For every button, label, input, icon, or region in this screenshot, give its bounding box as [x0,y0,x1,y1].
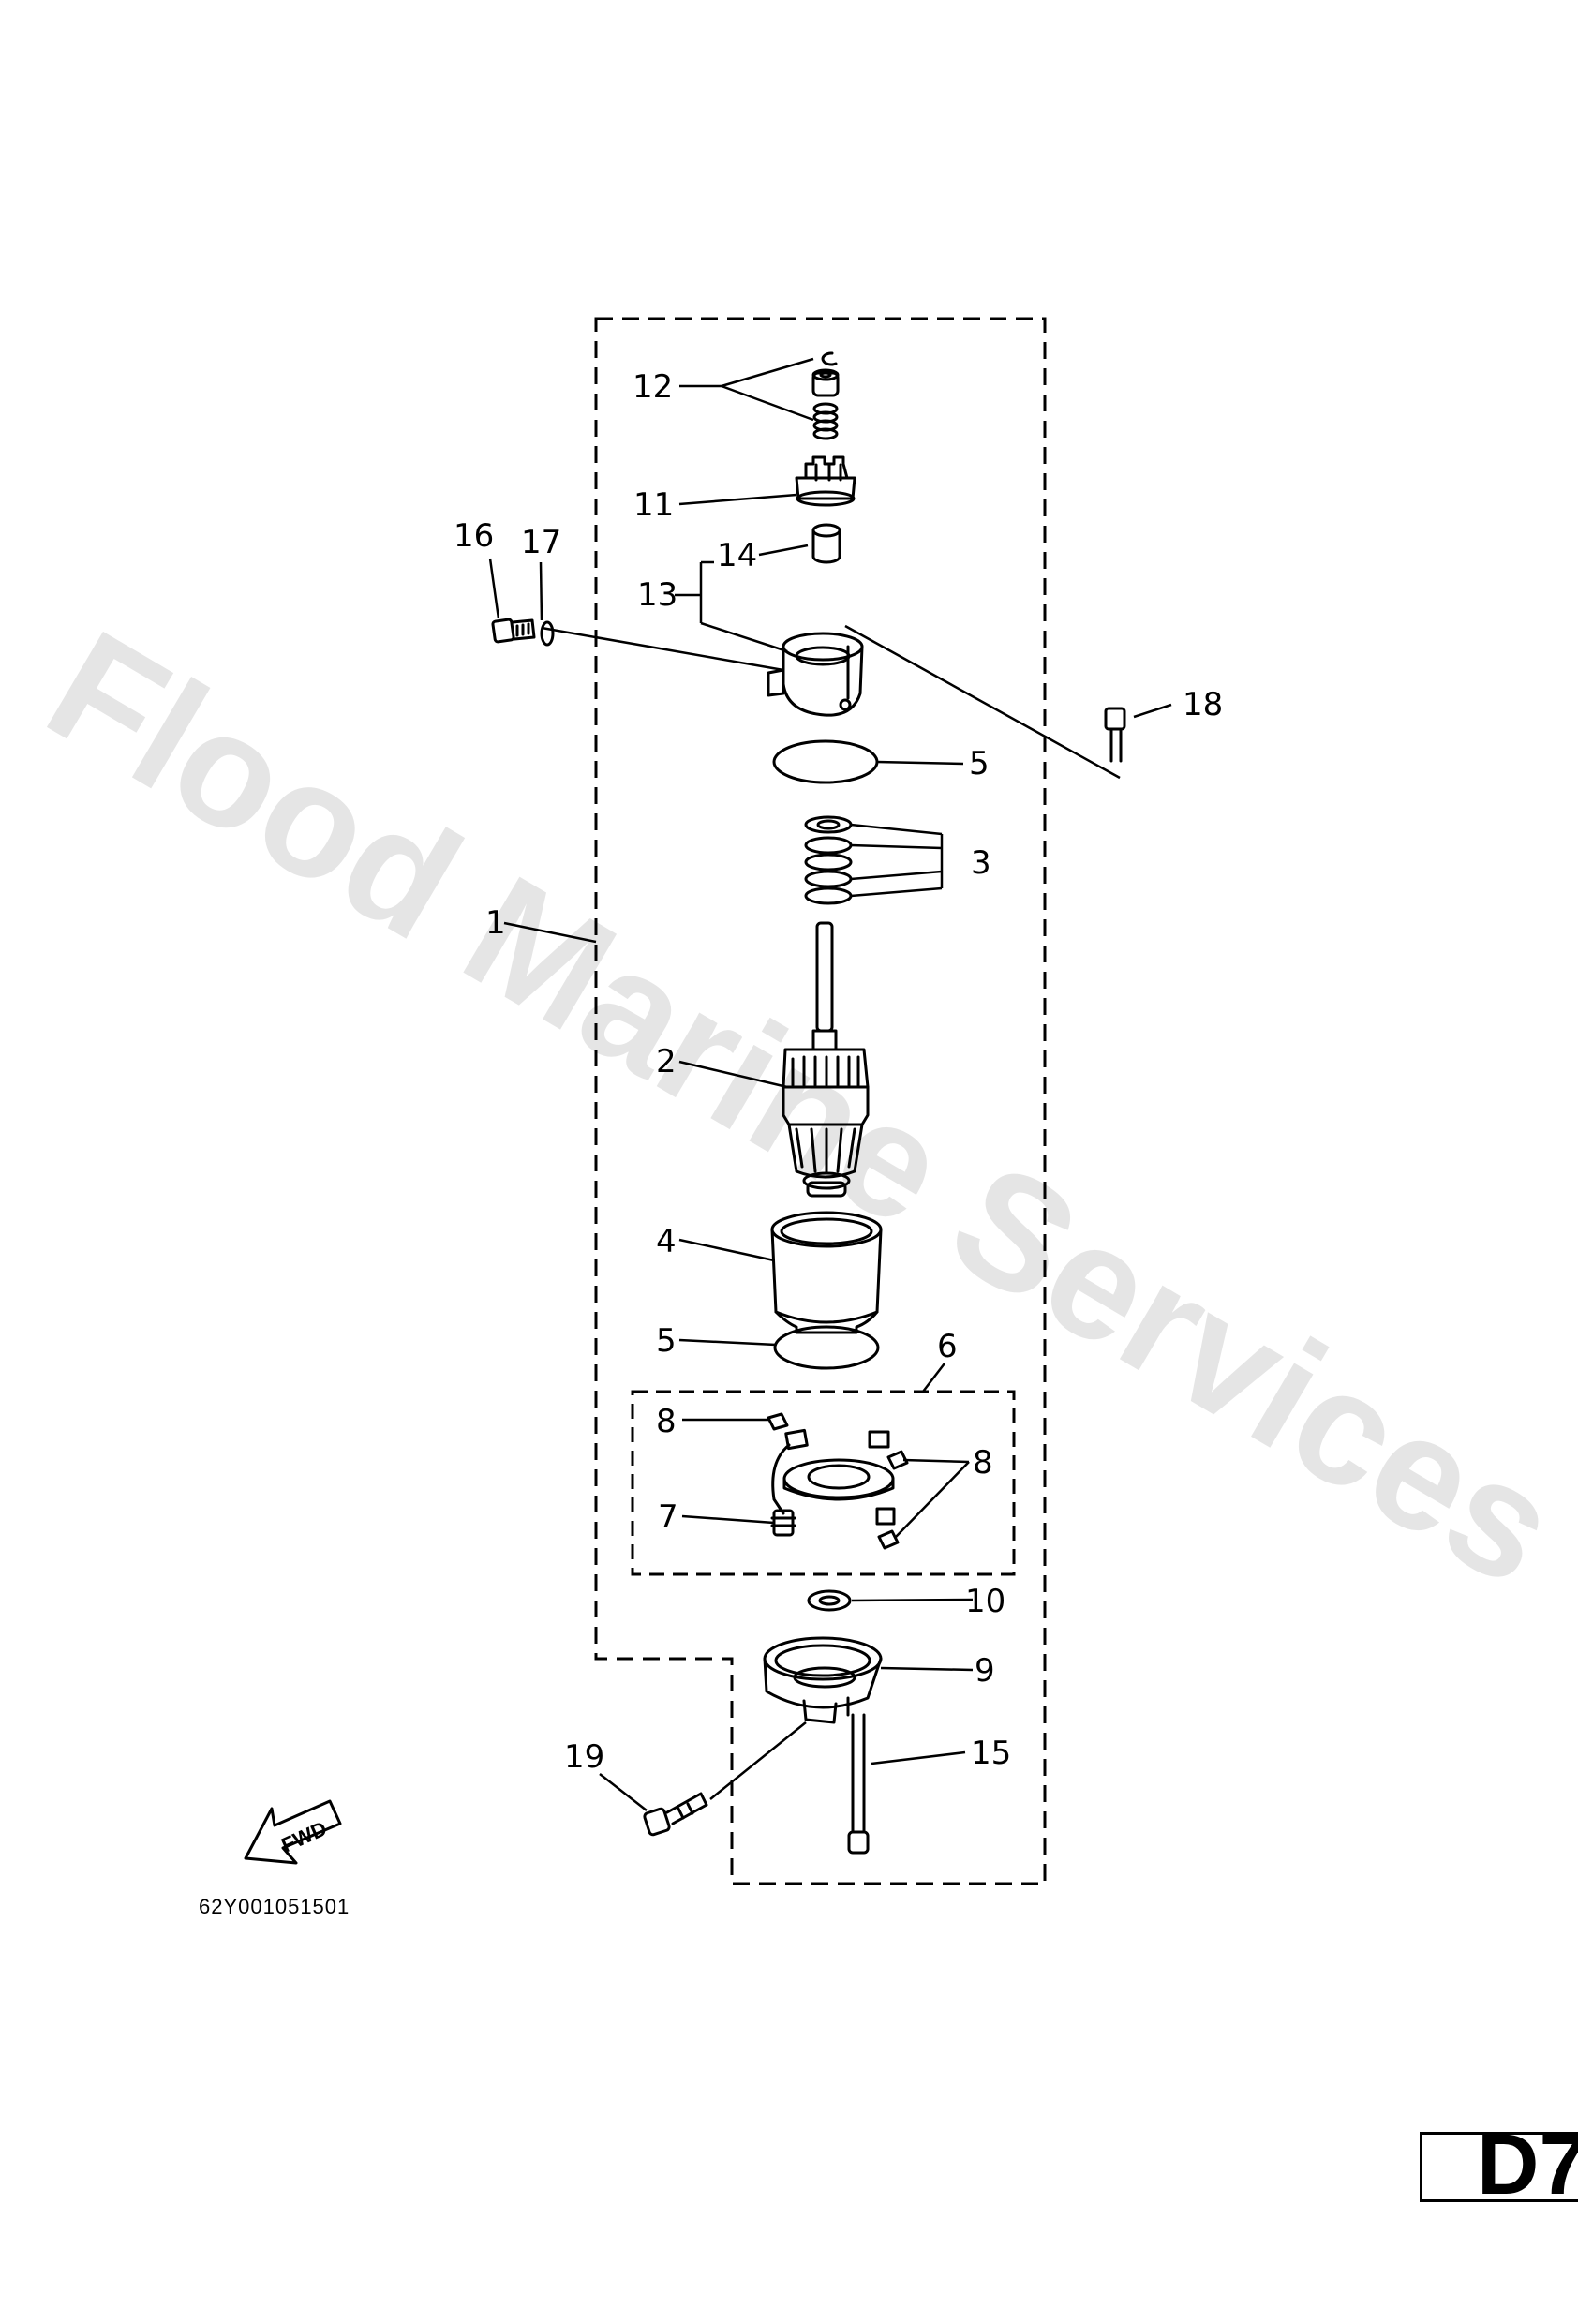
callout-9: 9 [975,1652,995,1690]
callout-3: 3 [971,844,991,882]
callout-5-upper: 5 [969,745,990,782]
through-bolt-part [847,1713,870,1855]
callout-18: 18 [1183,686,1223,723]
o-ring-upper-part [772,739,879,784]
callout-7: 7 [658,1498,678,1536]
washer-17-part [540,620,555,647]
brush-holder-part [770,1428,896,1537]
front-bracket-part [767,632,864,717]
callout-17: 17 [521,524,561,561]
diagram-code: 62Y001051501 [199,1895,350,1918]
bolt-18-part [1104,707,1126,763]
pinion-stop-set-part [811,351,840,440]
bolt-16-part [491,618,536,644]
callout-16: 16 [454,517,494,555]
pinion-drive-part [795,455,856,507]
callout-10: 10 [965,1583,1005,1620]
callout-8-left: 8 [656,1403,677,1440]
leader-lines [488,357,1172,1811]
callout-15: 15 [971,1735,1011,1772]
brush-holder-boundary [631,1390,1016,1576]
callout-2: 2 [656,1043,677,1080]
callout-5-lower: 5 [656,1322,677,1360]
callout-13: 13 [637,576,677,614]
armature-part [782,921,870,1198]
bushing-part [811,523,841,564]
bolt-19-part [643,1792,708,1837]
page-tag-box: D7 [1420,2132,1578,2202]
callout-19: 19 [564,1738,604,1776]
callout-4: 4 [656,1223,677,1260]
callout-12: 12 [633,368,673,406]
fwd-arrow-icon: FWD [244,1799,342,1865]
yoke-part [770,1211,883,1334]
o-ring-lower-part [773,1325,880,1370]
callout-6: 6 [937,1328,958,1365]
assembly-boundary [594,317,1047,1885]
callout-11: 11 [633,486,674,524]
callout-1: 1 [485,904,506,942]
washer-set-part [804,815,853,905]
rear-cover-part [763,1636,883,1724]
callout-8-right: 8 [973,1444,993,1482]
washer-part [807,1589,852,1612]
page-tag: D7 [1477,2132,1578,2202]
callout-14: 14 [717,537,757,574]
brush-parts [767,1412,909,1550]
